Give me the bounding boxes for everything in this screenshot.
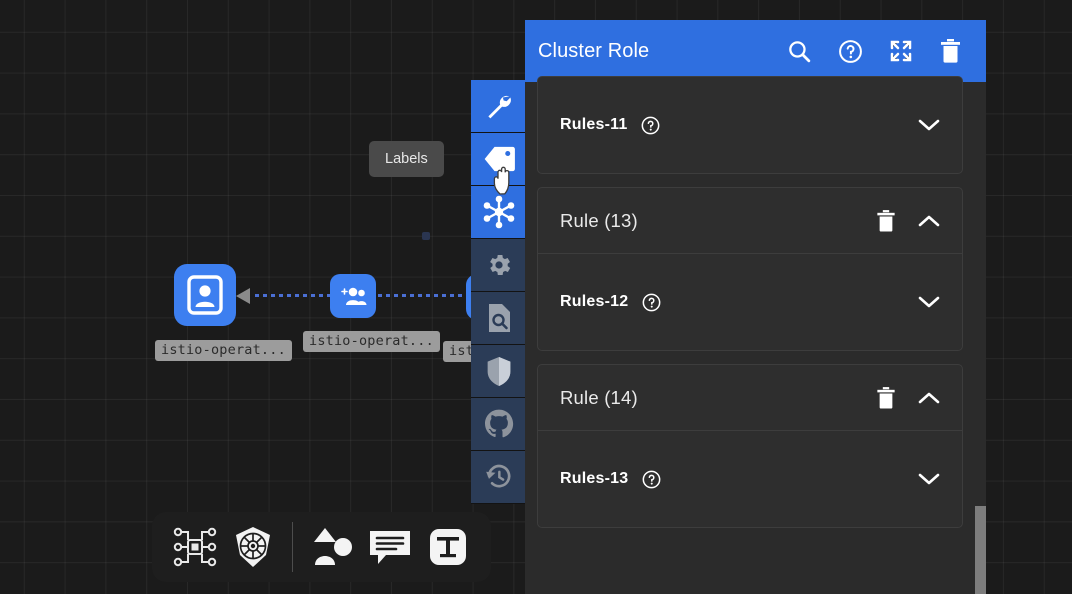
panel-title: Cluster Role bbox=[538, 39, 650, 62]
role-binding-node[interactable] bbox=[330, 274, 376, 318]
rule-13-card[interactable]: Rule (13) bbox=[537, 187, 963, 351]
chevron-down-icon[interactable] bbox=[918, 295, 940, 309]
toolbar-divider bbox=[292, 522, 293, 572]
bottombar-item-infrastructure[interactable] bbox=[166, 519, 224, 575]
panel-body[interactable]: Rules-11 bbox=[525, 76, 986, 594]
help-icon[interactable] bbox=[838, 39, 863, 64]
gear-icon bbox=[490, 254, 511, 276]
rail-item-history[interactable] bbox=[471, 451, 527, 504]
cluster-role-panel: Cluster Role bbox=[525, 20, 986, 594]
left-tool-rail bbox=[471, 80, 527, 504]
rail-item-labels[interactable] bbox=[471, 133, 527, 186]
help-icon[interactable] bbox=[641, 116, 660, 135]
help-icon[interactable] bbox=[642, 293, 661, 312]
id-badge-icon bbox=[187, 275, 223, 315]
labels-tag-icon bbox=[484, 146, 515, 172]
service-account-node-label: istio-operat... bbox=[155, 340, 292, 361]
rules-13-label: Rules-13 bbox=[560, 470, 629, 487]
chevron-up-icon[interactable] bbox=[918, 214, 940, 228]
chevron-down-icon[interactable] bbox=[918, 118, 940, 132]
rail-item-tools[interactable] bbox=[471, 80, 527, 133]
rules-13-subcard[interactable]: Rules-13 bbox=[538, 431, 962, 527]
edge-2 bbox=[378, 294, 478, 297]
edge-1 bbox=[255, 294, 355, 297]
rule-14-header[interactable]: Rule (14) bbox=[538, 365, 962, 431]
service-account-node[interactable] bbox=[174, 264, 236, 326]
text-tool-icon bbox=[430, 529, 466, 565]
user-shape-icon bbox=[314, 528, 352, 565]
panel-header: Cluster Role bbox=[525, 20, 986, 82]
expand-icon[interactable] bbox=[889, 39, 913, 63]
rules-13-row[interactable]: Rules-13 bbox=[538, 431, 962, 527]
rule-14-title: Rule (14) bbox=[560, 386, 638, 408]
comment-icon bbox=[370, 531, 410, 564]
file-search-icon bbox=[489, 304, 510, 332]
github-icon bbox=[485, 409, 514, 438]
search-icon[interactable] bbox=[787, 39, 812, 64]
history-icon bbox=[486, 464, 511, 488]
tools-icon bbox=[488, 95, 511, 119]
rule-14-card[interactable]: Rule (14) bbox=[537, 364, 963, 528]
rail-item-security[interactable] bbox=[471, 345, 527, 398]
bottombar-item-shapes[interactable] bbox=[303, 519, 361, 575]
chevron-down-icon[interactable] bbox=[918, 472, 940, 486]
labels-tooltip: Labels bbox=[369, 141, 444, 177]
help-icon[interactable] bbox=[642, 470, 661, 489]
rail-item-settings[interactable] bbox=[471, 239, 527, 292]
rules-11-label: Rules-11 bbox=[560, 116, 628, 133]
rules-12-row[interactable]: Rules-12 bbox=[538, 254, 962, 350]
rules-12-subcard[interactable]: Rules-12 bbox=[538, 254, 962, 350]
bottombar-item-text[interactable] bbox=[419, 519, 477, 575]
chevron-up-icon[interactable] bbox=[918, 391, 940, 405]
panel-scrollbar-thumb[interactable] bbox=[975, 506, 986, 594]
trash-icon[interactable] bbox=[876, 209, 896, 233]
rules-12-label: Rules-12 bbox=[560, 293, 629, 310]
rail-item-inspect[interactable] bbox=[471, 292, 527, 345]
add-people-icon bbox=[340, 287, 366, 305]
trash-icon[interactable] bbox=[939, 38, 962, 64]
shield-icon bbox=[487, 356, 511, 386]
edge-1-arrowhead bbox=[236, 288, 250, 304]
chip-nodes-icon bbox=[173, 527, 217, 567]
bottombar-item-kubernetes[interactable] bbox=[224, 519, 282, 575]
rules-11-card[interactable]: Rules-11 bbox=[537, 76, 963, 174]
role-binding-node-label: istio-operat... bbox=[303, 331, 440, 352]
bottom-toolbar bbox=[152, 512, 491, 582]
panel-scrollbar-track[interactable] bbox=[975, 76, 986, 594]
rule-13-header[interactable]: Rule (13) bbox=[538, 188, 962, 254]
kubernetes-icon bbox=[236, 527, 270, 567]
bottombar-item-comment[interactable] bbox=[361, 519, 419, 575]
rail-item-github[interactable] bbox=[471, 398, 527, 451]
canvas-dot bbox=[422, 232, 430, 240]
rule-13-title: Rule (13) bbox=[560, 209, 638, 231]
topology-icon bbox=[483, 195, 515, 229]
rules-11-row[interactable]: Rules-11 bbox=[538, 77, 962, 173]
trash-icon[interactable] bbox=[876, 386, 896, 410]
rail-item-topology[interactable] bbox=[471, 186, 527, 239]
